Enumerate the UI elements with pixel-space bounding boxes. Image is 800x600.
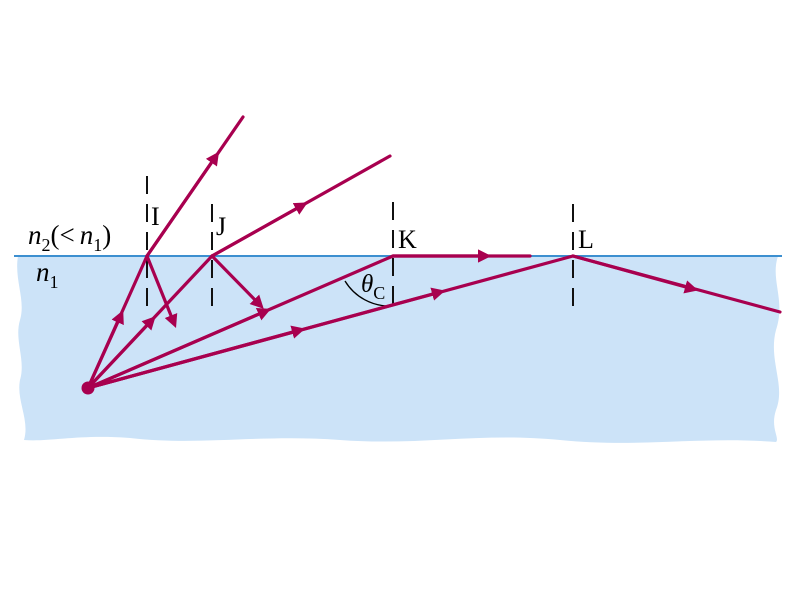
- incident-ray-j-arrow: [86, 316, 156, 390]
- theta-subscript: C: [373, 283, 385, 303]
- label-point-j: J: [216, 212, 226, 241]
- incident-ray-k-arrow: [86, 308, 271, 390]
- n2-n1-symbol: n: [80, 220, 94, 250]
- refracted-ray-j-arrow: [210, 202, 308, 258]
- n2-close-paren: ): [102, 220, 111, 250]
- reflected-ray-i: [145, 254, 178, 328]
- label-point-i: I: [151, 202, 160, 231]
- n1-symbol: n: [36, 257, 50, 287]
- label-medium-n2: n2(<n1): [28, 220, 111, 255]
- theta-symbol: θ: [361, 271, 373, 298]
- light-source-dot: [81, 381, 95, 395]
- n2-n1-subscript: 1: [93, 235, 102, 255]
- n2-symbol: n: [28, 220, 42, 250]
- incident-ray-i-arrow: [86, 310, 124, 390]
- reflected-ray-l-arrow: [571, 254, 699, 294]
- n2-open-paren: (<: [51, 220, 75, 250]
- label-critical-angle: θC: [361, 271, 385, 303]
- medium-n1-region: [17, 256, 780, 443]
- rays: [86, 115, 782, 390]
- n1-subscript: 1: [50, 272, 59, 292]
- label-point-l: L: [578, 225, 594, 254]
- n2-subscript: 2: [42, 235, 51, 255]
- label-medium-n1: n1: [36, 257, 59, 292]
- refracted-ray-i-arrow: [145, 151, 220, 258]
- reflected-ray-j: [210, 254, 264, 309]
- incident-ray-l-arrow-2: [86, 287, 446, 390]
- label-point-k: K: [398, 225, 417, 254]
